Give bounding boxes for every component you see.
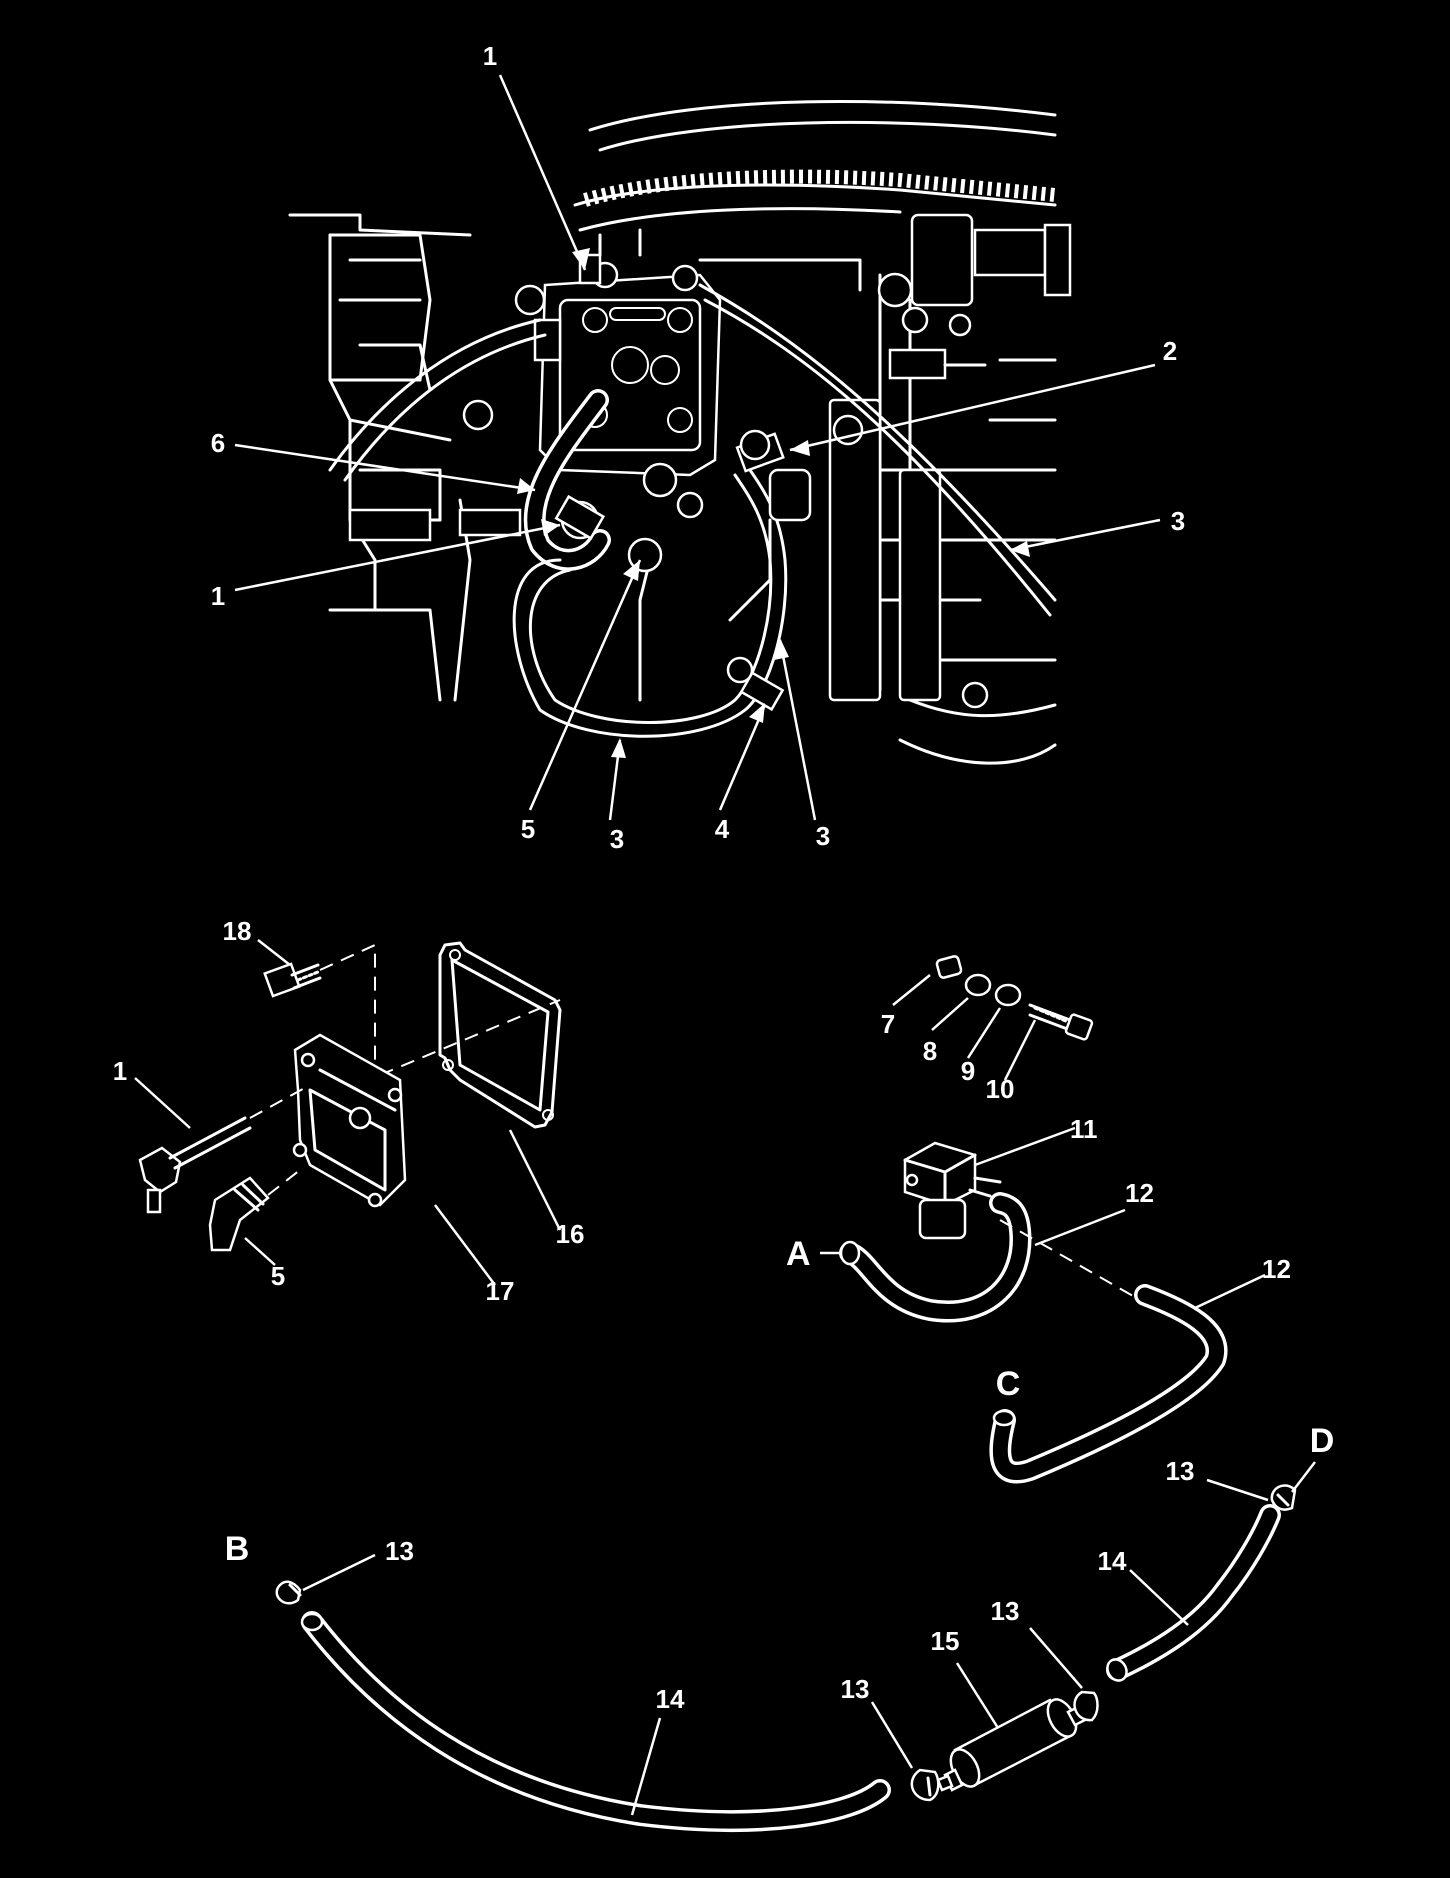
engine-assembly-illustration: 1 2 3 6 1 5 3 4 3 [211, 41, 1185, 854]
callout-17: 17 [486, 1276, 515, 1306]
callout-1-exploded: 1 [113, 1056, 127, 1086]
callout-15: 15 [931, 1626, 960, 1656]
fuel-hose-3 [328, 283, 1057, 738]
callout-6: 6 [211, 428, 225, 458]
hose-clamp-13-low [910, 1768, 940, 1802]
callout-9: 9 [961, 1056, 975, 1086]
fuel-hose-14-right [1106, 1504, 1281, 1681]
engine-block [288, 213, 1057, 765]
spacer-7 [935, 955, 963, 979]
pump-cover-exploded-view: 18 1 5 17 16 [113, 916, 585, 1306]
callout-12-b: 12 [1262, 1254, 1291, 1284]
enrichener-valve-assembly: 7 8 9 10 11 12 A 12 C [786, 955, 1291, 1484]
callout-3-right: 3 [1171, 506, 1185, 536]
callout-13-mid: 13 [991, 1596, 1020, 1626]
callout-10: 10 [986, 1074, 1015, 1104]
inline-fuel-filter-15 [936, 1698, 1097, 1792]
letter-c: C [996, 1365, 1021, 1403]
hose-clamp-13-d [1270, 1484, 1297, 1511]
screw-18 [263, 962, 322, 998]
throttle-linkage [877, 213, 1072, 380]
letter-d: D [1310, 1422, 1335, 1460]
bolt-10 [1028, 1003, 1094, 1041]
letter-b: B [225, 1530, 250, 1568]
callout-5-exploded: 5 [271, 1261, 285, 1291]
barbed-fitting-5 [208, 1169, 301, 1252]
upper-leader-lines [234, 74, 1161, 821]
enrichener-valve-11 [903, 1141, 1002, 1240]
callout-3-bottom: 3 [610, 824, 624, 854]
callout-13-low: 13 [841, 1674, 870, 1704]
callout-13-d: 13 [1166, 1456, 1195, 1486]
flywheel [573, 100, 1057, 257]
fuel-hose-14-left [301, 1611, 891, 1832]
callout-5-top: 5 [521, 814, 535, 844]
callout-1-left: 1 [211, 581, 225, 611]
callout-2: 2 [1163, 336, 1177, 366]
fuel-filter-line-assembly: 13 B 14 13 15 13 [225, 1422, 1335, 1832]
callout-12-a: 12 [1125, 1178, 1154, 1208]
callout-3-bottom-right: 3 [816, 821, 830, 851]
callout-1-top: 1 [483, 41, 497, 71]
callout-14-right: 14 [1098, 1546, 1127, 1576]
callout-18: 18 [223, 916, 252, 946]
callout-13-b: 13 [385, 1536, 414, 1566]
washer-8 [964, 973, 992, 997]
elbow-fitting-1 [138, 1084, 311, 1214]
hose-clamp-13-mid [1073, 1690, 1099, 1722]
upper-callouts: 1 2 3 6 1 5 3 4 3 [211, 41, 1185, 854]
washer-9 [994, 983, 1022, 1007]
callout-4: 4 [715, 814, 730, 844]
callout-14-left: 14 [656, 1684, 685, 1714]
callout-11: 11 [1070, 1114, 1098, 1144]
callout-16: 16 [556, 1219, 585, 1249]
letter-a: A [786, 1235, 811, 1273]
pump-cover-17 [292, 1033, 407, 1208]
callout-8: 8 [923, 1036, 937, 1066]
callout-7: 7 [881, 1009, 895, 1039]
hose-clamp-13-b [275, 1580, 302, 1605]
